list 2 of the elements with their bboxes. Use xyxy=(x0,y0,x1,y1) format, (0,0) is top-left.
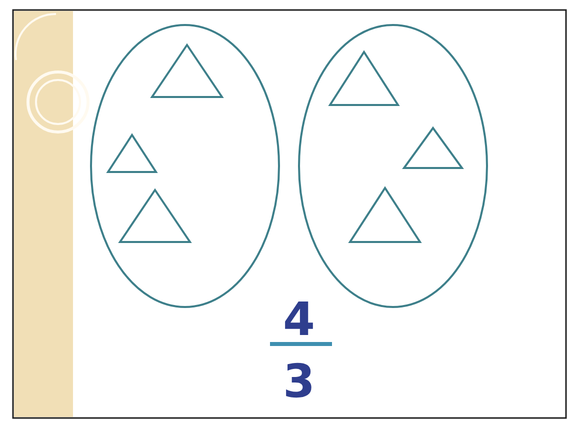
fraction-number: 3 xyxy=(282,356,316,406)
fraction-number: 4 xyxy=(282,294,316,344)
